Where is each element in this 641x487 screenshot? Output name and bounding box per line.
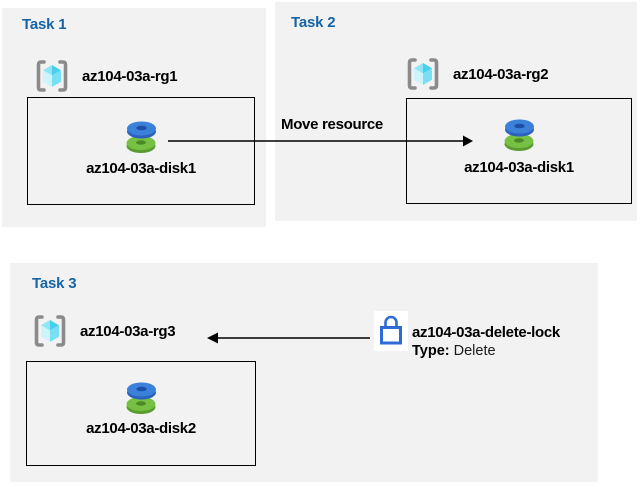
resource-group-icon xyxy=(407,58,439,90)
resource-group-label: az104-03a-rg3 xyxy=(80,322,176,340)
resource-group-icon xyxy=(34,315,66,347)
disk-icon xyxy=(122,115,160,162)
lock-type: Type: Delete xyxy=(412,343,496,359)
task3-resource-group: az104-03a-rg3 xyxy=(31,311,176,351)
task2-panel: Task 2 az104-03a-rg2 az104-03a-disk1 xyxy=(275,2,637,221)
disk-label: az104-03a-disk1 xyxy=(86,160,196,177)
task1-resource-box: az104-03a-disk1 xyxy=(27,97,255,205)
disk-icon xyxy=(122,376,160,423)
move-arrow xyxy=(168,135,473,147)
task3-title: Task 3 xyxy=(32,275,77,292)
lock-icon xyxy=(374,311,408,351)
task2-resource-box: az104-03a-disk1 xyxy=(406,98,632,204)
move-arrow-label: Move resource xyxy=(281,116,383,133)
task1-title: Task 1 xyxy=(22,16,67,33)
lock-arrow xyxy=(207,332,370,344)
resource-group-icon xyxy=(36,60,68,92)
task1-panel: Task 1 az104-03a-rg1 az104-03a-disk1 xyxy=(2,8,266,227)
disk-label: az104-03a-disk1 xyxy=(464,159,574,176)
task2-title: Task 2 xyxy=(291,14,336,31)
task3-resource-box: az104-03a-disk2 xyxy=(26,361,256,466)
disk-label: az104-03a-disk2 xyxy=(86,420,196,437)
resource-group-label: az104-03a-rg2 xyxy=(453,65,549,83)
lock-name: az104-03a-delete-lock xyxy=(412,324,560,341)
task2-resource-group: az104-03a-rg2 xyxy=(404,54,549,94)
task1-resource-group: az104-03a-rg1 xyxy=(33,56,178,96)
task3-panel: Task 3 az104-03a-rg3 az104-03a-disk2 az1… xyxy=(10,263,598,482)
resource-group-label: az104-03a-rg1 xyxy=(82,67,178,85)
disk-icon xyxy=(500,113,538,160)
lock-info: az104-03a-delete-lock Type: Delete xyxy=(412,323,560,361)
